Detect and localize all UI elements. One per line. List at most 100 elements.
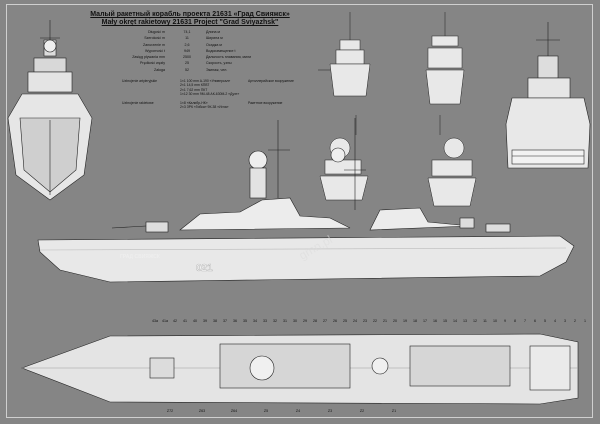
specifications-table: Długość m 74,1 Длина м Szerokość m 11 Ширина … — [110, 29, 300, 73]
frame-number: 17 — [423, 319, 427, 323]
hull-number: 021 — [196, 263, 213, 274]
frame-number: 20 — [393, 319, 397, 323]
spec-row: Długość m 74,1 Длина м — [110, 29, 300, 35]
spec-label2: Длина м — [206, 30, 220, 34]
frame-number: 41a — [162, 319, 168, 323]
frame-number-row-bottom: Z72 Z63 Z64 Z5 Z4 Z3 Z2 Z1 — [167, 409, 396, 413]
bow-view-drawing — [7, 20, 93, 201]
frame-number: 6 — [534, 319, 536, 323]
frame-number: 4 — [554, 319, 556, 323]
side-profile-drawing — [37, 118, 575, 283]
missile-label-polish: Uzbrojenie rakietowe — [122, 101, 154, 105]
missile-label-russian: Ракетное вооружение — [248, 101, 283, 105]
frame-number: 43a — [152, 319, 158, 323]
armament-item: 1×1 100 mm A-190 «Универсал» — [180, 79, 231, 83]
frame-number: 16 — [433, 319, 437, 323]
spec-label2: Осадка м — [206, 42, 222, 47]
title-russian: Малый ракетный корабль проекта 21631 «Гр… — [90, 11, 290, 18]
frame-number: 15 — [443, 319, 447, 323]
spec-label: Wyporność t — [145, 48, 165, 53]
frame-number: 26 — [333, 319, 337, 323]
spec-label: Załoga — [154, 67, 165, 72]
spec-label2: Водоизмещение t — [206, 48, 236, 53]
spec-row: Zasięg pływania mm 2500 Дальность плавания… — [110, 54, 300, 60]
title-polish: Mały okręt rakietowy 21631 Project "Grad… — [101, 19, 279, 26]
armament-label-polish: Uzbrojenie artyleryjskie — [122, 79, 158, 83]
frame-number-bottom: Z5 — [264, 409, 268, 413]
frame-number: 40 — [193, 319, 197, 323]
spec-value: 25 — [185, 61, 189, 66]
frame-number: 12 — [473, 319, 477, 323]
frame-number: 32 — [273, 319, 277, 323]
frame-number: 23 — [363, 319, 367, 323]
spec-label: Szerokość m — [144, 36, 165, 41]
sheet-border — [6, 4, 593, 418]
frame-number: 2 — [574, 319, 576, 323]
frame-number: 41 — [183, 319, 187, 323]
plan-view-drawing — [21, 333, 579, 405]
mast-detail-views — [318, 12, 477, 207]
spec-label: Zanurzenie m — [143, 42, 165, 47]
frame-number: 29 — [303, 319, 307, 323]
frame-number: 27 — [323, 319, 327, 323]
spec-row: Wyporność t 949 Водоизмещение t — [110, 48, 300, 54]
spec-row: Zanurzenie m 2,6 Осадка м — [110, 42, 300, 48]
frame-number: 24 — [353, 319, 357, 323]
spec-label: Zasięg pływania mm — [132, 55, 165, 60]
frame-number: 14 — [453, 319, 457, 323]
frame-number: 25 — [343, 319, 347, 323]
frame-number: 21 — [383, 319, 387, 323]
frame-number: 19 — [403, 319, 407, 323]
frame-number: 31 — [283, 319, 287, 323]
frame-number: 18 — [413, 319, 417, 323]
frame-number-bottom: Z72 — [167, 409, 173, 413]
spec-row: Szerokość m 11 Ширина м — [110, 35, 300, 41]
frame-number: 28 — [313, 319, 317, 323]
spec-label2: Ширина м — [206, 36, 223, 41]
spec-value: 74,1 — [183, 30, 191, 34]
frame-number-bottom: Z63 — [199, 409, 205, 413]
armament-item: 2×1 14,5 mm КПВТ — [180, 83, 210, 88]
armament-list: 1×1 100 mm A-190 «Универсал»2×1 14,5 mm … — [180, 79, 239, 97]
armament-item: 2×1 7,62 mm ПКТ — [180, 87, 208, 92]
frame-number-bottom: Z2 — [360, 409, 364, 413]
frame-number: 13 — [463, 319, 467, 323]
stern-view-drawing — [505, 22, 591, 169]
frame-number: 39 — [203, 319, 207, 323]
frame-number: 9 — [504, 319, 506, 323]
missile-item: 2×3 ЗРК «Гибка» 9К-38 «Игла» — [180, 105, 229, 110]
frame-number: 38 — [213, 319, 217, 323]
armament-item: 1×12 30 mm 9M-48 АК-630M-2 «Дуэт» — [180, 92, 240, 97]
missile-list: 1×8 «Калибр-НК»2×3 ЗРК «Гибка» 9К-38 «Иг… — [180, 101, 229, 110]
frame-number: 42 — [173, 319, 177, 323]
spec-label2: Дальность плавания, мили — [206, 55, 252, 60]
frame-number: 35 — [243, 319, 247, 323]
frame-number: 1 — [584, 319, 586, 323]
frame-number: 11 — [483, 319, 487, 323]
armament-label-russian: Артиллерийское вооружение — [248, 79, 294, 83]
spec-value: 949 — [184, 48, 190, 53]
frame-number-bottom: Z1 — [392, 409, 396, 413]
frame-number: 10 — [493, 319, 497, 323]
frame-number: 7 — [524, 319, 526, 323]
frame-number-bottom: Z64 — [231, 409, 237, 413]
frame-number: 33 — [263, 319, 267, 323]
frame-number: 22 — [373, 319, 377, 323]
frame-number-bottom: Z4 — [296, 409, 300, 413]
spec-label2: Скорость, узлы — [206, 61, 232, 66]
spec-value: 2500 — [183, 55, 191, 60]
spec-label: Prędkość węzły — [140, 61, 165, 66]
frame-number: 37 — [223, 319, 227, 323]
spec-row: Prędkość węzły 25 Скорость, узлы — [110, 60, 300, 66]
spec-value: 52 — [185, 67, 189, 72]
spec-value: 2,6 — [184, 42, 190, 47]
missile-item: 1×8 «Калибр-НК» — [180, 101, 208, 105]
frame-number: 34 — [253, 319, 257, 323]
frame-number-bottom: Z3 — [328, 409, 332, 413]
spec-value: 11 — [185, 36, 189, 41]
spec-label: Długość m — [148, 30, 165, 34]
hull-name: ГРАД СВИЯЖСК — [120, 254, 161, 260]
